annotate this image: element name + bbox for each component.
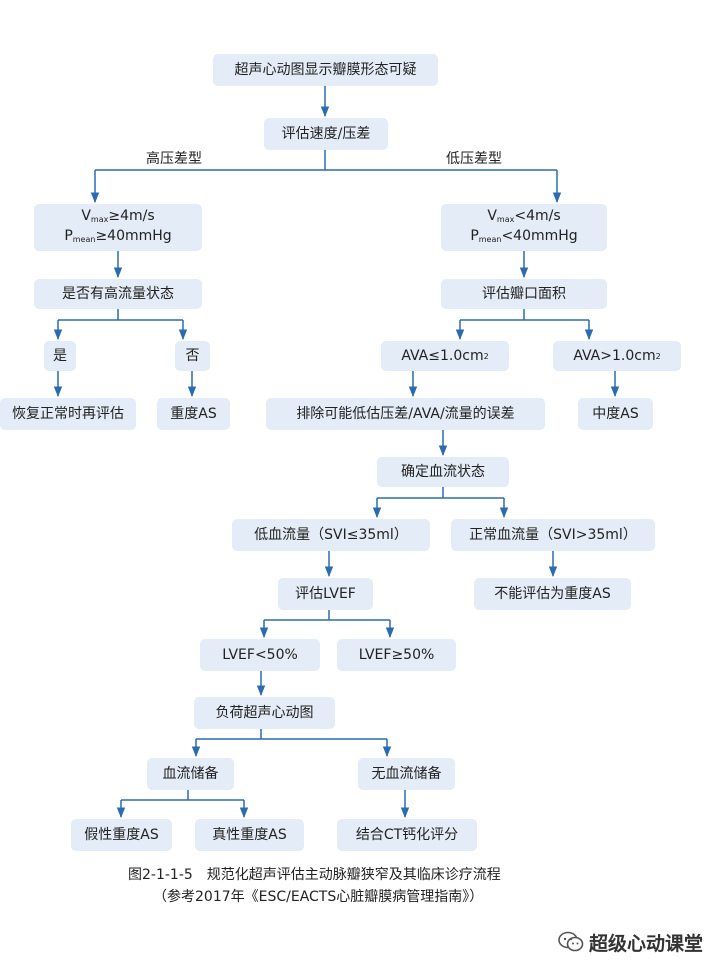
- node-yes: 是: [44, 341, 76, 371]
- watermark-text: 超级心动课堂: [589, 933, 704, 955]
- node-assess-ava: 评估瓣口面积: [441, 279, 607, 309]
- low-pmean-line: Pmean<40mmHg: [470, 227, 578, 244]
- high-pmean-line: Pmean≥40mmHg: [64, 227, 172, 244]
- node-high-criteria: Vmax≥4m/s Pmean≥40mmHg: [34, 204, 202, 251]
- node-assess-velocity: 评估速度/压差: [264, 118, 388, 150]
- node-stress-echo: 负荷超声心动图: [194, 697, 335, 729]
- node-normal-flow: 正常血流量（SVI>35ml）: [451, 519, 655, 551]
- node-no-flow-reserve: 无血流储备: [358, 758, 455, 790]
- node-flow-state: 确定血流状态: [377, 457, 509, 487]
- node-true-severe-as: 真性重度AS: [195, 819, 304, 851]
- node-exclude-errors: 排除可能低估压差/AVA/流量的误差: [266, 398, 545, 430]
- node-recover-reassess: 恢复正常时再评估: [0, 398, 136, 430]
- node-flow-reserve: 血流储备: [147, 758, 234, 790]
- node-cannot-severe: 不能评估为重度AS: [474, 578, 631, 610]
- node-severe-as: 重度AS: [157, 398, 230, 430]
- low-vmax-line: Vmax<4m/s: [487, 207, 561, 224]
- figure-caption: 图2-1-1-5 规范化超声评估主动脉瓣狭窄及其临床诊疗流程: [128, 867, 501, 883]
- node-low-criteria: Vmax<4m/s Pmean<40mmHg: [441, 204, 607, 251]
- wechat-icon: [558, 931, 584, 952]
- node-low-flow: 低血流量（SVI≤35ml）: [232, 519, 430, 551]
- node-high-flow-question: 是否有高流量状态: [34, 279, 202, 309]
- node-ct-calcium: 结合CT钙化评分: [337, 819, 477, 851]
- node-lvef-lt50: LVEF<50%: [200, 639, 320, 671]
- node-no: 否: [175, 341, 210, 371]
- node-pseudo-severe-as: 假性重度AS: [71, 819, 172, 851]
- high-vmax-line: Vmax≥4m/s: [81, 207, 155, 224]
- label-high-gradient: 高压差型: [146, 151, 202, 167]
- label-low-gradient: 低压差型: [446, 151, 502, 167]
- node-lvef-ge50: LVEF≥50%: [337, 639, 456, 671]
- node-start: 超声心动图显示瓣膜形态可疑: [213, 54, 438, 86]
- node-assess-lvef: 评估LVEF: [278, 578, 373, 610]
- figure-source: （参考2017年《ESC/EACTS心脏瓣膜病管理指南》）: [153, 889, 484, 905]
- node-moderate-as: 中度AS: [578, 398, 653, 430]
